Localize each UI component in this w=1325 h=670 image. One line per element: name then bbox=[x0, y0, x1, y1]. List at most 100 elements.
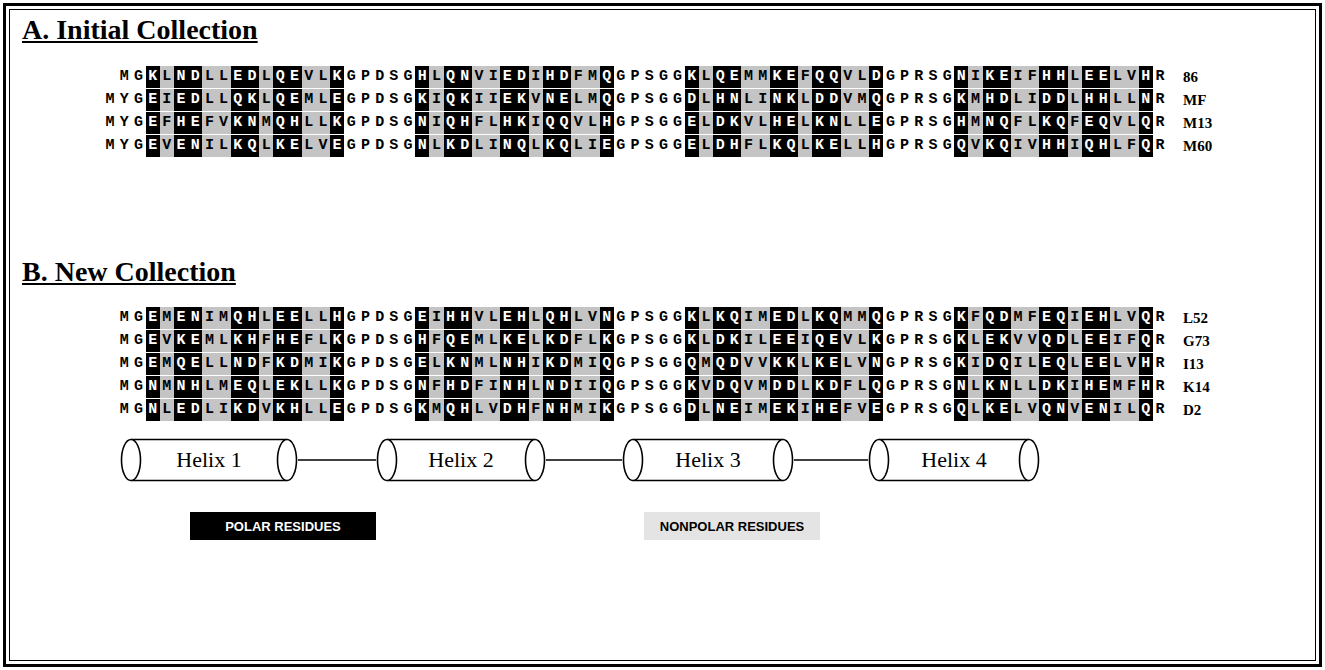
residue: E bbox=[287, 330, 301, 352]
residue: Q bbox=[983, 307, 997, 329]
residue: G bbox=[883, 399, 897, 421]
residue: V bbox=[841, 89, 855, 111]
residue: K bbox=[954, 307, 968, 329]
residue: S bbox=[642, 307, 656, 329]
residue: L bbox=[1011, 376, 1025, 398]
residue: L bbox=[316, 66, 330, 88]
residue: L bbox=[585, 330, 599, 352]
residue: P bbox=[898, 135, 912, 157]
residue: I bbox=[968, 66, 982, 88]
residue: L bbox=[1125, 89, 1139, 111]
residue: Q bbox=[514, 135, 528, 157]
residue: E bbox=[770, 330, 784, 352]
residue: L bbox=[699, 89, 713, 111]
helix-cylinder: Helix 4 bbox=[868, 438, 1040, 482]
residue: M bbox=[968, 89, 982, 111]
residue: P bbox=[358, 66, 372, 88]
variant-name: D2 bbox=[1183, 399, 1201, 421]
residue: G bbox=[656, 66, 670, 88]
residue: E bbox=[1096, 66, 1110, 88]
residue: M bbox=[117, 399, 131, 421]
residue: H bbox=[1054, 66, 1068, 88]
residue: P bbox=[358, 399, 372, 421]
residue: E bbox=[330, 135, 344, 157]
residue: S bbox=[387, 330, 401, 352]
residue: I bbox=[429, 89, 443, 111]
residue: K bbox=[287, 376, 301, 398]
residue: L bbox=[968, 330, 982, 352]
residue: K bbox=[231, 135, 245, 157]
residue: G bbox=[131, 376, 145, 398]
residue: M bbox=[160, 353, 174, 375]
residue: H bbox=[983, 89, 997, 111]
residue: D bbox=[373, 112, 387, 134]
residue: F bbox=[1025, 307, 1039, 329]
sequence-row: MGEMQELLNDFKDMIKGPDSGELKNMLNHIKDMIQGPSGG… bbox=[117, 353, 1167, 375]
residue: G bbox=[614, 66, 628, 88]
residue: I bbox=[798, 330, 812, 352]
residue: V bbox=[1025, 330, 1039, 352]
residue: S bbox=[926, 399, 940, 421]
residue: V bbox=[855, 353, 869, 375]
residue: N bbox=[415, 135, 429, 157]
residue: M bbox=[571, 399, 585, 421]
residue: M bbox=[571, 353, 585, 375]
residue: G bbox=[131, 399, 145, 421]
residue: K bbox=[231, 399, 245, 421]
residue: P bbox=[898, 307, 912, 329]
residue: L bbox=[968, 399, 982, 421]
residue: F bbox=[529, 399, 543, 421]
residue: D bbox=[557, 66, 571, 88]
residue: H bbox=[770, 112, 784, 134]
residue: K bbox=[770, 353, 784, 375]
residue: G bbox=[671, 89, 685, 111]
residue: L bbox=[316, 307, 330, 329]
residue: E bbox=[146, 307, 160, 329]
residue: F bbox=[571, 66, 585, 88]
residue: M bbox=[217, 307, 231, 329]
residue: G bbox=[344, 307, 358, 329]
residue: G bbox=[940, 353, 954, 375]
residue: Q bbox=[1139, 399, 1153, 421]
residue: N bbox=[1139, 89, 1153, 111]
residue: F bbox=[1011, 112, 1025, 134]
residue: P bbox=[358, 353, 372, 375]
residue: G bbox=[344, 330, 358, 352]
residue: N bbox=[146, 376, 160, 398]
residue: G bbox=[344, 89, 358, 111]
residue: D bbox=[373, 89, 387, 111]
residue: M bbox=[302, 89, 316, 111]
residue: L bbox=[316, 330, 330, 352]
residue: E bbox=[174, 135, 188, 157]
helix-cylinder: Helix 2 bbox=[376, 438, 546, 482]
residue: E bbox=[727, 66, 741, 88]
residue: E bbox=[557, 89, 571, 111]
residue: M bbox=[585, 89, 599, 111]
residue: Q bbox=[600, 376, 614, 398]
residue: M bbox=[117, 307, 131, 329]
residue: I bbox=[429, 307, 443, 329]
residue: G bbox=[131, 112, 145, 134]
residue: D bbox=[514, 66, 528, 88]
residue: V bbox=[1125, 307, 1139, 329]
residue: Q bbox=[543, 307, 557, 329]
residue: D bbox=[869, 66, 883, 88]
residue: L bbox=[160, 66, 174, 88]
residue: F bbox=[571, 330, 585, 352]
residue: S bbox=[642, 353, 656, 375]
residue: M bbox=[160, 376, 174, 398]
residue: K bbox=[983, 135, 997, 157]
residue: N bbox=[415, 112, 429, 134]
residue: E bbox=[827, 135, 841, 157]
residue: E bbox=[330, 399, 344, 421]
residue: L bbox=[316, 399, 330, 421]
residue: D bbox=[373, 66, 387, 88]
loop-connector bbox=[298, 460, 376, 461]
residue: M bbox=[103, 112, 117, 134]
residue: G bbox=[614, 376, 628, 398]
residue: E bbox=[1096, 353, 1110, 375]
residue: E bbox=[983, 330, 997, 352]
residue: R bbox=[1153, 376, 1167, 398]
residue: G bbox=[656, 399, 670, 421]
residue: K bbox=[174, 330, 188, 352]
